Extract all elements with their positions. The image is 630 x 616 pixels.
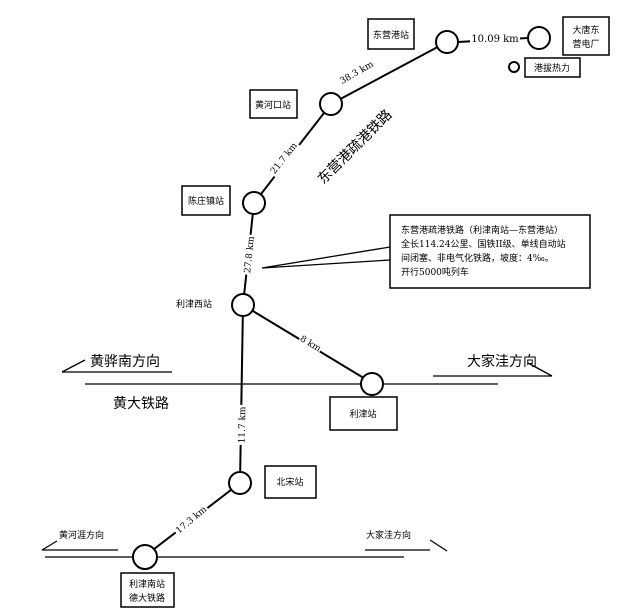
station-chenzhuang-marker[interactable] (242, 191, 266, 215)
station-box-huanghekou (249, 89, 298, 119)
callout-pointer (261, 246, 391, 269)
station-box-lijinnan (120, 572, 175, 608)
station-label-huanghekou: 黄河口站 (255, 99, 291, 111)
distance-label-3: 21.7 km (269, 141, 300, 177)
callout-line-3: 间闭塞、非电气化铁路，坡度：4‰。 (401, 252, 554, 264)
station-gangba-marker[interactable] (508, 61, 520, 73)
direction-label-mid-right: 大家洼方向 (467, 353, 537, 370)
station-box-datang (562, 16, 610, 56)
distance-label-1: 10.09 km (471, 34, 519, 45)
callout-line-4: 开行5000吨列车 (401, 266, 469, 278)
callout-line-1: 东营港疏港铁路（利津南站—东营港站） (401, 224, 563, 236)
station-label-chenzhuang: 陈庄镇站 (188, 195, 224, 207)
distance-label-7: 17.3 km (174, 504, 209, 536)
track-dongyinggang-huanghekou (330, 41, 448, 105)
station-box-lijin (329, 396, 398, 431)
station-beisong-marker[interactable] (228, 471, 252, 495)
railway-name: 东营港疏港铁路 (315, 107, 396, 188)
callout-box (389, 214, 591, 289)
station-lijinxi-marker[interactable] (231, 293, 255, 317)
direction-label-bottom-right: 大家洼方向 (366, 529, 411, 541)
distance-label-6: 11.7 km (238, 406, 249, 444)
station-dongyinggang-marker[interactable] (435, 30, 459, 54)
station-label-lijinnan-2: 德大铁路 (129, 592, 165, 604)
bottom-arrow-left (41, 540, 58, 551)
bottom-arrow-right (429, 539, 448, 552)
callout-line-2: 全长114.24公里、国铁II级、单线自动站 (401, 238, 566, 250)
station-label-lijinxi: 利津西站 (176, 298, 212, 310)
station-box-dongyinggang (367, 18, 415, 50)
station-label-lijin: 利津站 (349, 408, 376, 420)
huangda-railway-label: 黄大铁路 (113, 395, 169, 412)
direction-arrow-left (61, 359, 86, 373)
station-box-beisong (264, 465, 317, 499)
station-lijinnan-marker[interactable] (132, 544, 158, 570)
station-label-lijinnan-1: 利津南站 (129, 578, 165, 590)
station-box-chenzhuang (181, 185, 231, 216)
station-label-gangba: 港拔热力 (534, 62, 570, 74)
station-label-datang-2: 营电厂 (572, 38, 599, 50)
station-huanghekou-marker[interactable] (319, 92, 343, 116)
direction-label-mid-left: 黄骅南方向 (90, 353, 160, 370)
station-label-datang-1: 大唐东 (572, 24, 599, 36)
station-box-gangba (524, 57, 581, 78)
station-datang-marker[interactable] (527, 26, 551, 50)
station-label-dongyinggang: 东营港站 (373, 29, 409, 41)
direction-arrow-right (527, 362, 553, 377)
distance-label-4: 27.8 km (243, 235, 257, 273)
station-label-beisong: 北宋站 (276, 476, 303, 488)
direction-label-bottom-left: 黄河涯方向 (59, 529, 104, 541)
track-lijinxi-beisong (239, 304, 244, 484)
station-lijin-marker[interactable] (360, 372, 384, 396)
